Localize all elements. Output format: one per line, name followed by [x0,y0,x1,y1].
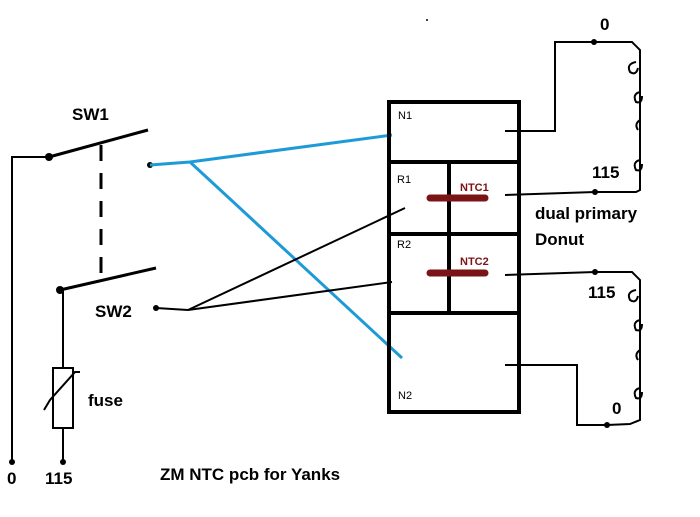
input-wiring [11,156,64,462]
input-zero-label: 0 [7,469,16,488]
sw2-label: SW2 [95,302,132,321]
sw1-switch [45,128,153,168]
stray-dot [426,19,428,21]
sw2-wires [155,207,406,311]
top-zero-terminal [591,39,597,45]
blue-wires [149,133,404,360]
top-115-label: 115 [592,163,619,182]
r2-label: R2 [397,239,411,251]
r1-label: R1 [397,174,411,186]
ntc2-label: NTC2 [460,256,489,268]
donut-label-line1: dual primary [535,204,638,223]
n1-label: N1 [398,110,412,122]
ntc-pcb [387,100,521,414]
bottom-115-label: 115 [588,283,615,302]
input-zero-terminal [9,459,15,465]
input-115-terminal [60,459,66,465]
sw2-switch [56,266,159,311]
input-115-label: 115 [45,469,72,488]
donut-label-line2: Donut [535,230,584,249]
bottom-primary-winding [595,271,643,426]
bottom-115-terminal [592,269,598,275]
fuse-label: fuse [88,391,123,410]
caption: ZM NTC pcb for Yanks [160,465,340,484]
ntc1-label: NTC1 [460,182,489,194]
fuse-symbol [43,367,80,429]
top-115-terminal [592,189,598,195]
sw1-label: SW1 [72,105,109,124]
n2-label: N2 [398,390,412,402]
bottom-zero-terminal [604,422,610,428]
bottom-zero-label: 0 [612,399,621,418]
top-primary-winding [594,41,643,193]
output-wiring [504,41,607,426]
top-zero-label: 0 [600,15,609,34]
